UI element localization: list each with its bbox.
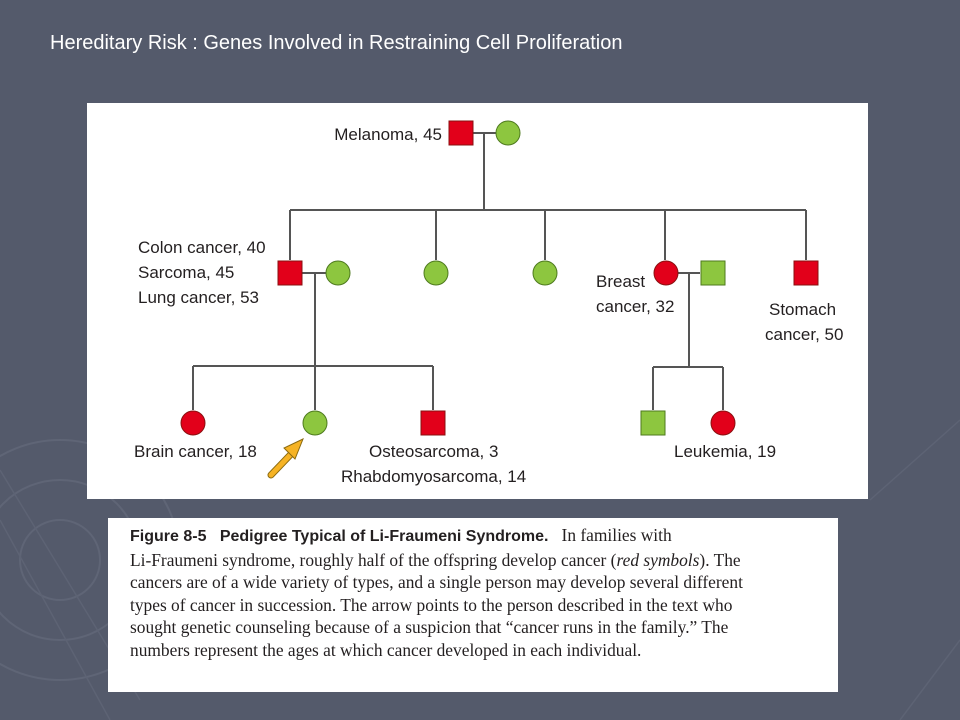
figure-number-gap xyxy=(206,528,219,545)
caption-line-6: numbers represent the ages at which canc… xyxy=(130,639,642,660)
caption-line-1-rest: In families with xyxy=(561,525,672,545)
cousin-unaffected-square xyxy=(640,410,666,436)
mother-unaffected-circle xyxy=(325,260,351,286)
label-melanoma: Melanoma, 45 xyxy=(334,125,442,144)
aunt-2-unaffected-circle xyxy=(532,260,558,286)
brother-affected-square xyxy=(420,410,446,436)
proband-arrow-icon xyxy=(267,438,304,479)
uncle-in-law-unaffected-square xyxy=(700,260,726,286)
caption-line-2-italic: red symbols xyxy=(616,549,700,570)
label-sarcoma: Sarcoma, 45 xyxy=(138,263,234,282)
caption-line-5: sought genetic counseling because of a s… xyxy=(130,617,729,637)
grandmother-unaffected-circle xyxy=(495,120,521,146)
caption-line-2-start: Li-Fraumeni syndrome, roughly half of th… xyxy=(130,549,617,570)
label-breast: Breast xyxy=(596,272,645,291)
label-osteosarcoma: Osteosarcoma, 3 xyxy=(369,442,498,461)
label-stomach: Stomach xyxy=(769,300,836,319)
pedigree-diagram: Melanoma, 45 Colon cancer, 40 Sarcoma, 4… xyxy=(87,103,868,499)
aunt-3-affected-circle xyxy=(653,260,679,286)
label-lung-cancer: Lung cancer, 53 xyxy=(138,288,259,307)
label-colon-cancer: Colon cancer, 40 xyxy=(138,238,266,257)
caption-line-2-end: ). The xyxy=(699,549,741,570)
label-rhabdomyosarcoma: Rhabdomyosarcoma, 14 xyxy=(341,467,526,486)
sibling-affected-circle xyxy=(180,410,206,436)
figure-title: Pedigree Typical of Li-Fraumeni Syndrome… xyxy=(219,528,549,545)
father-affected-square xyxy=(277,260,303,286)
caption-line-2: Li-Fraumeni syndrome, roughly half of th… xyxy=(130,549,816,572)
cousin-affected-circle xyxy=(710,410,736,436)
uncle-affected-square xyxy=(793,260,819,286)
slide-title: Hereditary Risk : Genes Involved in Rest… xyxy=(50,32,623,54)
figure-caption: Figure 8-5 Pedigree Typical of Li-Fraume… xyxy=(108,518,838,692)
caption-line-3: cancers are of a wide variety of types, … xyxy=(130,572,743,592)
label-leukemia: Leukemia, 19 xyxy=(674,442,776,461)
caption-line-1: Figure 8-5 Pedigree Typical of Li-Fraume… xyxy=(130,524,816,549)
caption-line-4: types of cancer in succession. The arrow… xyxy=(130,594,733,615)
proband-unaffected-circle xyxy=(302,410,328,436)
figure-number: Figure 8-5 xyxy=(130,528,207,545)
label-brain-cancer: Brain cancer, 18 xyxy=(134,442,257,461)
label-breast-age: cancer, 32 xyxy=(596,297,674,316)
caption-gap xyxy=(548,525,561,545)
aunt-1-unaffected-circle xyxy=(423,260,449,286)
pedigree-lines xyxy=(192,132,807,410)
label-stomach-age: cancer, 50 xyxy=(765,325,843,344)
grandfather-affected-square xyxy=(448,120,474,146)
